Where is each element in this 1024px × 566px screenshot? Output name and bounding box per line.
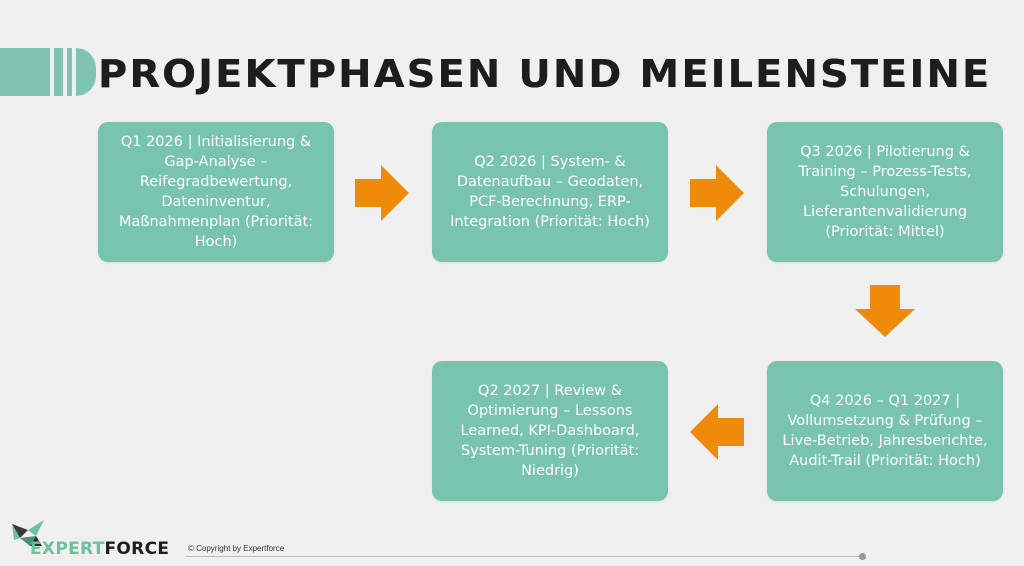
banner-stripe	[67, 48, 72, 96]
brand-wordmark: EXPERTFORCE	[30, 539, 169, 559]
banner-stripe	[54, 48, 63, 96]
phase-text: Q3 2026 | Pilotierung & Training – Proze…	[798, 144, 972, 240]
phase-box-q2-2027: Q2 2027 | Review & Optimierung – Lessons…	[432, 361, 668, 501]
phase-text: Q2 2027 | Review & Optimierung – Lessons…	[460, 383, 640, 479]
brand-part-force: FORCE	[104, 539, 170, 559]
right-arrow-icon	[355, 165, 409, 221]
phase-text: Q4 2026 – Q1 2027 | Vollumsetzung & Prüf…	[782, 393, 988, 469]
banner-bar	[0, 48, 50, 96]
slide-title: PROJEKTPHASEN UND MEILENSTEINE	[98, 52, 992, 96]
phase-box-q2-2026: Q2 2026 | System- & Datenaufbau – Geodat…	[432, 122, 668, 262]
phase-text: Q1 2026 | Initialisierung & Gap-Analyse …	[118, 134, 314, 250]
banner-cap	[76, 48, 96, 96]
phase-box-q1-2026: Q1 2026 | Initialisierung & Gap-Analyse …	[98, 122, 334, 262]
phase-box-q3-2026: Q3 2026 | Pilotierung & Training – Proze…	[767, 122, 1003, 262]
footer-divider	[186, 556, 862, 557]
footer-dot	[859, 553, 866, 560]
copyright-text: © Copyright by Expertforce	[188, 544, 285, 553]
right-arrow-icon	[690, 165, 744, 221]
down-arrow-icon	[855, 285, 915, 337]
phase-box-q4-2026-q1-2027: Q4 2026 – Q1 2027 | Vollumsetzung & Prüf…	[767, 361, 1003, 501]
left-arrow-icon	[690, 404, 744, 460]
expertforce-logo-icon	[12, 520, 44, 546]
brand-part-expert: EXPERT	[30, 539, 105, 559]
phase-text: Q2 2026 | System- & Datenaufbau – Geodat…	[450, 154, 650, 230]
